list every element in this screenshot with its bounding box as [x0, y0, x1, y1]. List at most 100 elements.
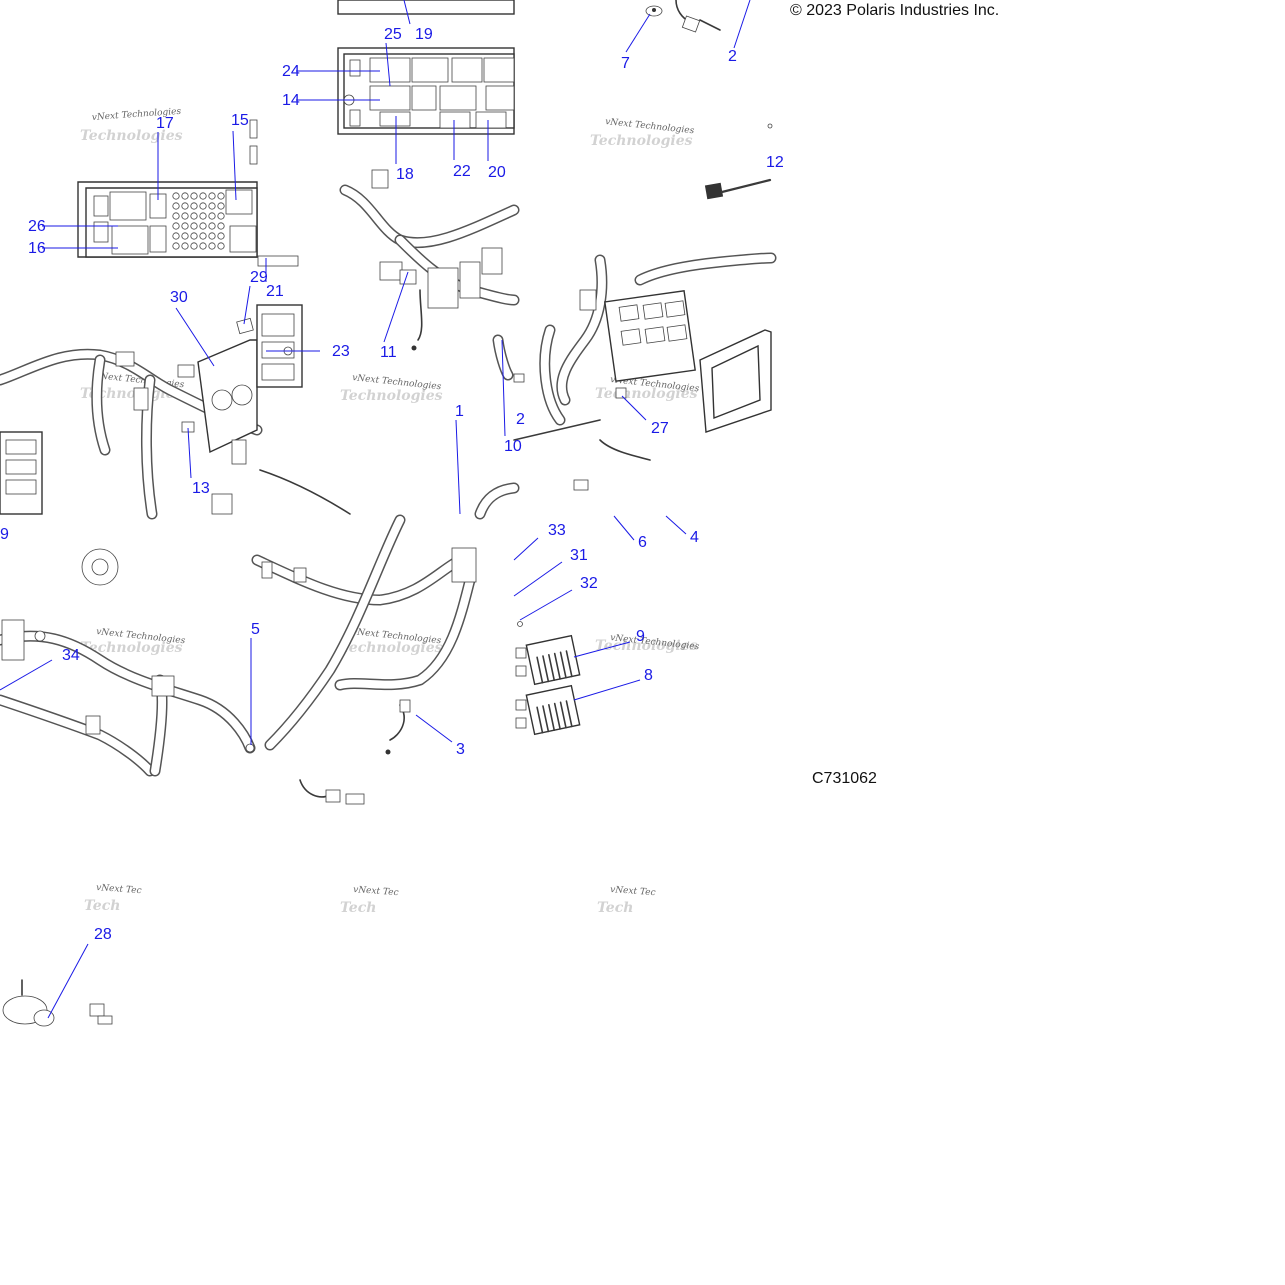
callout-8: 8 — [644, 667, 653, 684]
harness-lower-left — [0, 548, 256, 777]
fuse-socket — [190, 212, 198, 220]
fuse-socket — [199, 222, 207, 230]
fuse-socket — [199, 192, 207, 200]
harness-left-segment — [0, 339, 263, 520]
callout-leader-15 — [232, 130, 237, 201]
fuse-socket — [172, 232, 180, 240]
relay-bracket — [236, 255, 303, 388]
module-slot — [542, 705, 550, 733]
harness-lower-center — [251, 514, 477, 805]
callout-leader-2 — [733, 0, 751, 49]
fuse-socket — [190, 232, 198, 240]
fuse-box-panel — [77, 119, 258, 258]
module-slot — [548, 653, 556, 681]
watermark: Technologies — [80, 386, 183, 402]
fuse-socket — [190, 192, 198, 200]
fuse-socket — [208, 202, 216, 210]
module-slot — [536, 656, 544, 684]
diagram-id: C731062 — [812, 770, 877, 787]
callout-13: 13 — [192, 480, 210, 497]
callout-9: 9 — [636, 628, 645, 645]
fuse-socket — [208, 192, 216, 200]
fuse-socket — [181, 202, 189, 210]
watermark: Tech — [597, 900, 633, 916]
callout-24: 24 — [282, 63, 300, 80]
fuse-socket — [181, 222, 189, 230]
callout-group: 1223456789910111213141516171819202122232… — [0, 0, 784, 1019]
callout-34: 34 — [62, 647, 80, 664]
callout-leader-3 — [415, 714, 453, 743]
callout-11: 11 — [380, 344, 397, 361]
callout-7: 7 — [621, 55, 630, 72]
callout-30: 30 — [170, 289, 188, 306]
harness-center-segment — [259, 169, 525, 520]
callout-17: 17 — [156, 115, 174, 132]
module-slot — [553, 652, 561, 680]
fuse-box-right — [513, 252, 777, 491]
callout-leader-25 — [385, 42, 391, 87]
watermark: Technologies — [80, 128, 183, 144]
callout-leader-19 — [403, 0, 411, 25]
callout-3: 3 — [456, 741, 465, 758]
module-slot — [536, 706, 544, 734]
callout-2: 2 — [728, 48, 737, 65]
callout-25: 25 — [384, 26, 402, 43]
watermark: Technologies — [340, 640, 443, 656]
callout-10: 10 — [504, 438, 522, 455]
callout-6: 6 — [638, 534, 647, 551]
fuse-socket — [199, 212, 207, 220]
callout-21: 21 — [266, 283, 284, 300]
fuse-socket — [217, 202, 225, 210]
callout-15: 15 — [231, 112, 249, 129]
callout-2: 2 — [516, 411, 525, 428]
watermark: Technologies — [80, 640, 183, 656]
sensor-parts — [645, 0, 773, 200]
callout-leader-31 — [513, 561, 563, 597]
callout-leader-28 — [47, 943, 89, 1019]
callout-1: 1 — [455, 403, 464, 420]
watermark: vNext Tec — [610, 885, 656, 898]
watermark: vNext Tec — [96, 883, 142, 896]
fuse-socket — [172, 192, 180, 200]
fuse-socket — [199, 202, 207, 210]
fuse-socket — [208, 232, 216, 240]
callout-23: 23 — [332, 343, 350, 360]
callout-33: 33 — [548, 522, 566, 539]
fuse-socket — [217, 192, 225, 200]
callout-28: 28 — [94, 926, 112, 943]
fuse-socket — [172, 202, 180, 210]
fuse-socket — [208, 212, 216, 220]
watermark: Technologies — [590, 133, 693, 149]
callout-leader-30 — [175, 307, 215, 367]
fuse-socket — [172, 212, 180, 220]
callout-leader-11 — [383, 271, 409, 343]
watermark: vNext Tec — [353, 885, 399, 898]
fuse-socket — [181, 242, 189, 250]
callout-leader-13 — [187, 427, 192, 479]
callout-leader-6 — [613, 515, 635, 541]
callout-leader-7 — [625, 13, 651, 53]
watermark: Technologies — [340, 388, 443, 404]
module-slot — [553, 702, 561, 730]
fuse-socket — [181, 192, 189, 200]
fuse-socket — [190, 202, 198, 210]
callout-leader-27 — [621, 395, 647, 421]
fuse-socket — [217, 242, 225, 250]
fuse-socket — [208, 222, 216, 230]
fuse-socket — [190, 222, 198, 230]
module-slot — [542, 655, 550, 683]
callout-19: 19 — [415, 26, 433, 43]
callout-14: 14 — [282, 92, 300, 109]
callout-leader-1 — [455, 419, 461, 515]
module-slot — [548, 703, 556, 731]
relay-modules — [515, 621, 581, 736]
grommet-assembly — [2, 979, 113, 1027]
module-slot — [559, 651, 567, 679]
callout-32: 32 — [580, 575, 598, 592]
callout-27: 27 — [651, 420, 669, 437]
callout-leader-8 — [573, 679, 641, 701]
callout-20: 20 — [488, 164, 506, 181]
watermark: Tech — [84, 898, 120, 914]
fuse-socket — [190, 242, 198, 250]
copyright-notice: © 2023 Polaris Industries Inc. — [790, 2, 1000, 19]
